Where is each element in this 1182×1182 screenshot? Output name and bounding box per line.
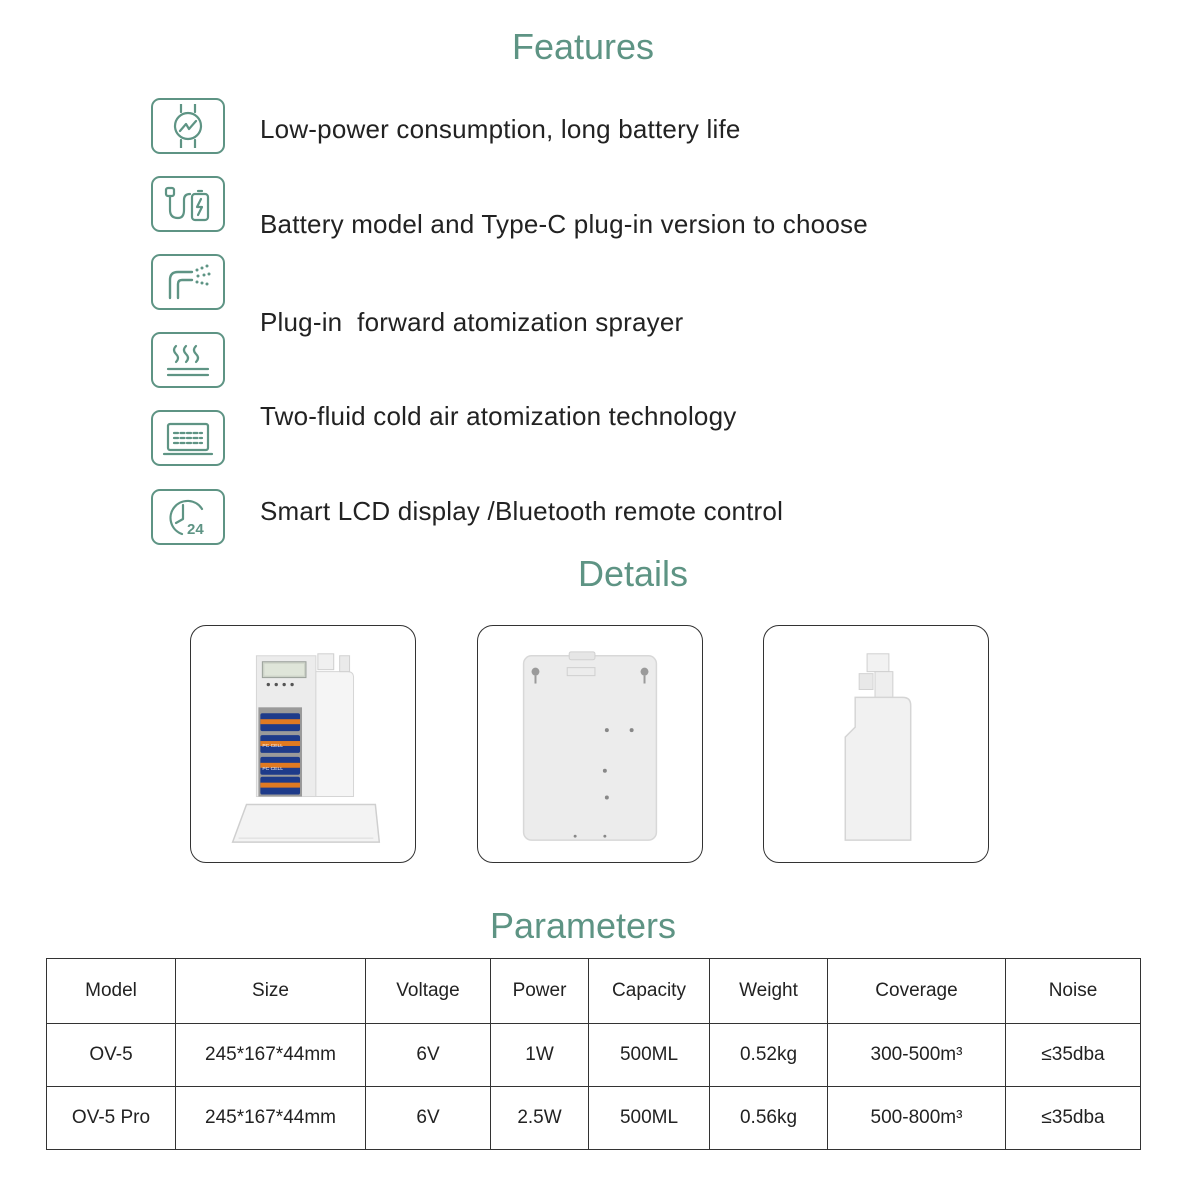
table-row: OV-5 Pro 245*167*44mm 6V 2.5W 500ML 0.56… [46,1086,1141,1150]
low-power-icon [151,98,225,154]
feature-text-low-power: Low-power consumption, long battery life [260,114,741,144]
feature-text-battery-typec: Battery model and Type-C plug-in version… [260,209,868,239]
details-title: Details [577,553,689,594]
battery-typec-icon [151,176,225,232]
table-cell: 500ML [588,1086,710,1150]
clock-24-label: 24 [187,521,204,538]
column-header: Capacity [588,958,710,1024]
table-cell: ≤35dba [1005,1086,1141,1150]
table-cell: 6V [365,1086,491,1150]
table-cell: 6V [365,1023,491,1087]
parameters-title: Parameters [489,905,677,946]
features-title: Features [511,26,655,67]
back-panel-illustration [522,651,658,841]
open-device-illustration: PC CELL PC CELL [231,653,381,843]
column-header: Weight [709,958,828,1024]
table-cell: OV-5 [46,1023,176,1087]
clock-24-icon: 24 [151,489,225,545]
cold-air-icon [151,332,225,388]
column-header: Size [175,958,366,1024]
table-cell: 0.56kg [709,1086,828,1150]
table-row: OV-5 245*167*44mm 6V 1W 500ML 0.52kg 300… [46,1023,1141,1087]
detail-image-bottle [763,625,989,863]
detail-image-back-panel [477,625,703,863]
table-cell: 245*167*44mm [175,1023,366,1087]
column-header: Power [490,958,589,1024]
table-cell: 0.52kg [709,1023,828,1087]
table-cell: 245*167*44mm [175,1086,366,1150]
feature-text-cold-air: Two-fluid cold air atomization technolog… [260,401,737,431]
feature-text-lcd: Smart LCD display /Bluetooth remote cont… [260,496,784,526]
battery-label-2: PC CELL [262,766,283,772]
column-header: Noise [1005,958,1141,1024]
lcd-display-icon [151,410,225,466]
table-cell: 1W [490,1023,589,1087]
detail-image-open-device: PC CELL PC CELL [190,625,416,863]
table-cell: 500-800m³ [827,1086,1006,1150]
table-cell: 300-500m³ [827,1023,1006,1087]
table-header-row: Model Size Voltage Power Capacity Weight… [46,958,1141,1024]
sprayer-icon [151,254,225,310]
table-cell: 500ML [588,1023,710,1087]
feature-text-sprayer: Plug-in forward atomization sprayer [260,307,684,337]
column-header: Coverage [827,958,1006,1024]
table-cell: 2.5W [490,1086,589,1150]
parameters-table: Model Size Voltage Power Capacity Weight… [46,958,1141,1150]
column-header: Model [46,958,176,1024]
column-header: Voltage [365,958,491,1024]
battery-label-1: PC CELL [262,743,283,749]
table-cell: ≤35dba [1005,1023,1141,1087]
bottle-illustration [844,653,912,841]
table-cell: OV-5 Pro [46,1086,176,1150]
